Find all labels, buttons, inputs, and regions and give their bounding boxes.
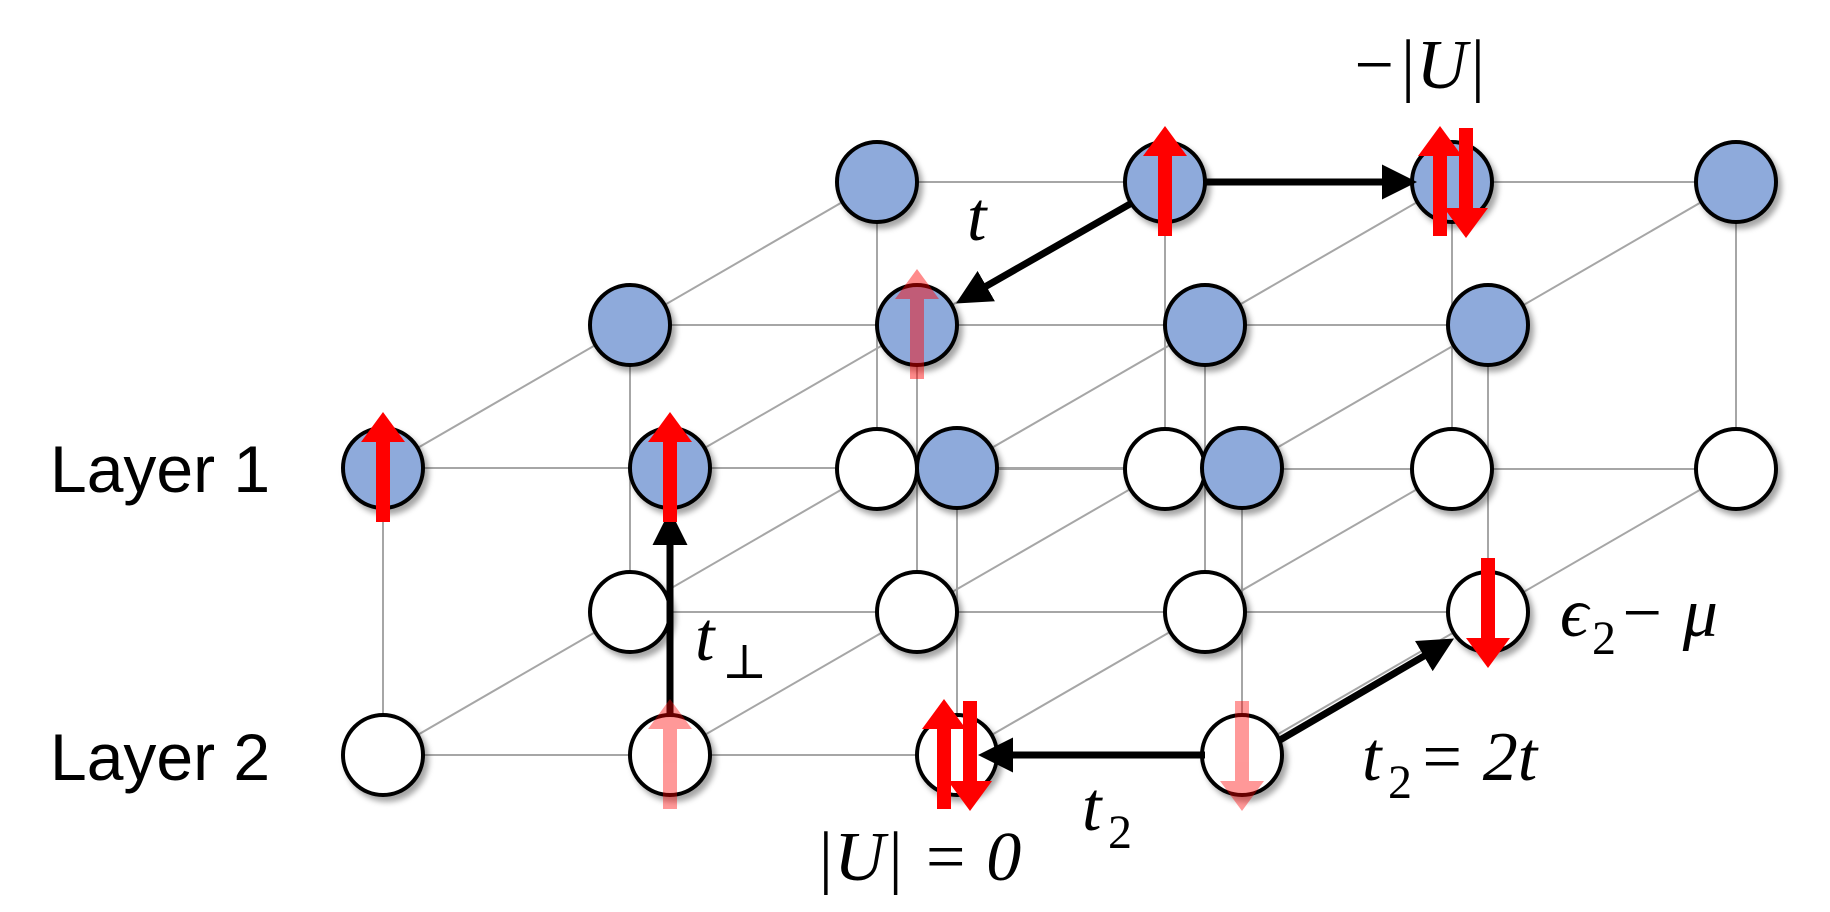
site-l2 <box>1694 427 1778 511</box>
site-l2 <box>875 570 959 654</box>
svg-text:t: t <box>695 599 716 676</box>
site-l2 <box>1123 427 1207 511</box>
svg-text:2: 2 <box>1592 612 1616 665</box>
svg-text:t: t <box>1082 769 1103 846</box>
site-l1 <box>1446 283 1530 367</box>
site-l1 <box>835 140 919 224</box>
svg-text:2: 2 <box>1388 756 1412 809</box>
spin-up-faded-arrow <box>895 269 939 379</box>
spin-up-arrow <box>1418 126 1462 236</box>
spin-up-arrow <box>648 412 692 522</box>
site-l1 <box>1163 283 1247 367</box>
site-l1 <box>588 283 672 367</box>
t2-equals-label: t 2 = 2t <box>1362 719 1539 809</box>
site-l1 <box>1200 426 1284 510</box>
layer2-label: Layer 2 <box>50 720 270 794</box>
hopping-arrows <box>652 164 1455 773</box>
attractive-u-label: −|U| <box>1350 27 1486 104</box>
site-l2 <box>835 427 919 511</box>
svg-text:⊥: ⊥ <box>722 636 767 689</box>
lattice-bonds <box>382 181 1737 756</box>
spin-down-faded-arrow <box>1220 701 1264 811</box>
spin-down-arrow <box>1466 558 1510 668</box>
svg-text:2: 2 <box>1108 806 1132 859</box>
layer2-sites <box>341 427 1778 797</box>
spin-arrows <box>361 126 1510 811</box>
site-l1 <box>875 283 959 367</box>
svg-text:− μ: − μ <box>1618 575 1718 652</box>
spin-up-arrow <box>1143 126 1187 236</box>
hop-arrow-t2-diagonal <box>1278 638 1455 744</box>
hopping-t-label: t <box>967 179 988 256</box>
spin-up-faded-arrow <box>648 699 692 809</box>
svg-text:t: t <box>1362 719 1383 796</box>
site-l2 <box>341 713 425 797</box>
spin-down-arrow <box>948 701 992 811</box>
u-zero-label: |U| = 0 <box>815 819 1021 896</box>
svg-text:= 2t: = 2t <box>1418 719 1539 796</box>
layer1-label: Layer 1 <box>50 432 270 506</box>
spin-up-arrow <box>922 699 966 809</box>
hop-arrow-t-diagonal <box>955 200 1132 304</box>
site-l2 <box>588 570 672 654</box>
spin-down-arrow <box>1444 128 1488 238</box>
site-l2 <box>1163 570 1247 654</box>
site-l1 <box>915 426 999 510</box>
t2-label: t 2 <box>1082 769 1132 859</box>
site-l2 <box>1410 427 1494 511</box>
site-l1 <box>1694 140 1778 224</box>
spin-up-arrow <box>361 412 405 522</box>
svg-text:ϵ: ϵ <box>1560 575 1591 652</box>
epsilon-mu-label: ϵ 2 − μ <box>1560 575 1718 665</box>
t-perp-label: t ⊥ <box>695 599 767 689</box>
layer1-sites <box>341 140 1778 510</box>
